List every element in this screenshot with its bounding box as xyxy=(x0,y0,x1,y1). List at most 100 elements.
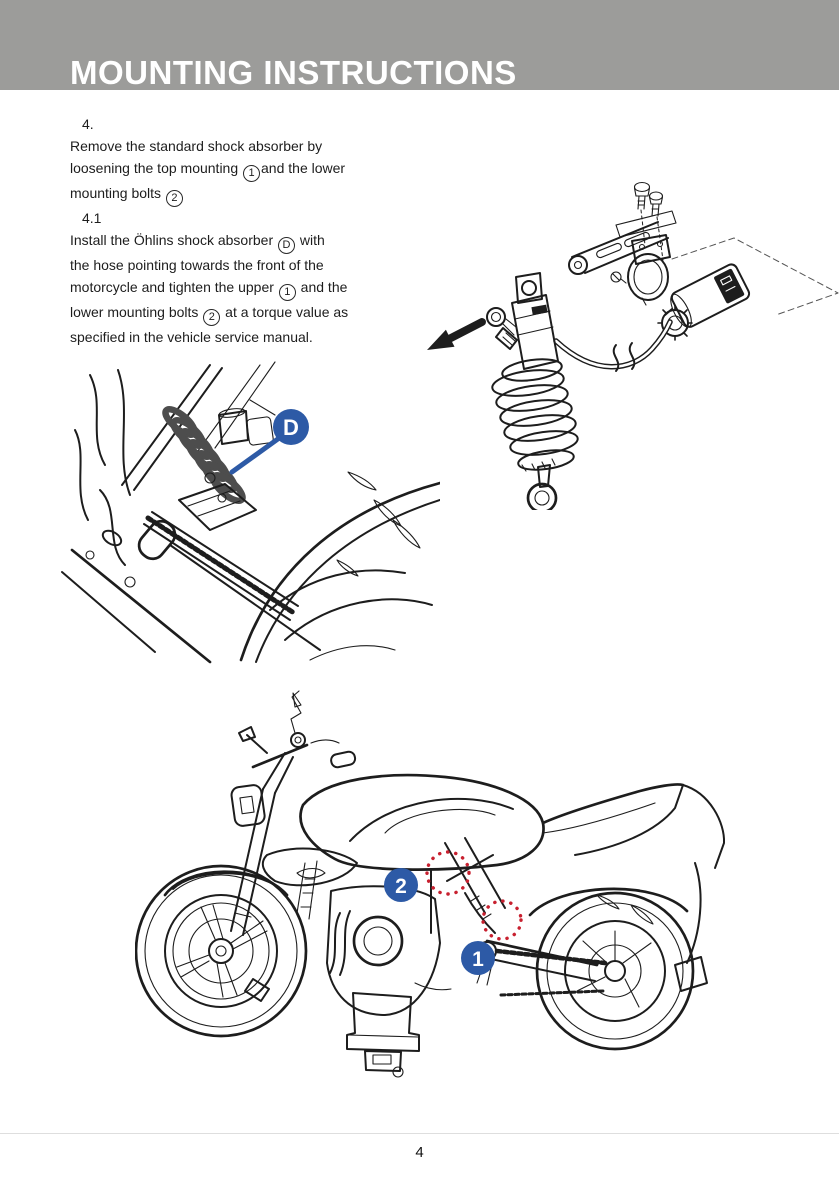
clamp-ring-stroke xyxy=(633,259,663,295)
shock-absorber-stroke xyxy=(491,369,565,397)
shock-absorber-stroke xyxy=(499,399,573,427)
under-engine-assembly xyxy=(346,992,420,1078)
shock-absorber-stroke xyxy=(509,430,579,456)
instruction-line: Remove the standard shock absorber by xyxy=(70,135,440,157)
mounting-bracket xyxy=(568,210,677,284)
marker-D-label: D xyxy=(283,415,299,440)
rear-fender-hugger xyxy=(528,887,689,925)
front-direction-arrow-icon xyxy=(427,318,486,350)
engine-stroke xyxy=(414,982,452,991)
front-fork-stroke xyxy=(274,756,294,794)
figure-shock-assembly xyxy=(420,165,839,510)
marker-2-label: 2 xyxy=(395,875,407,898)
frame-sketch-lines-stroke xyxy=(70,548,212,664)
shock-absorber-stroke xyxy=(531,304,548,316)
fuel-tank-stroke xyxy=(299,773,545,871)
clamp-ring xyxy=(627,234,671,306)
engine-stroke xyxy=(339,910,351,976)
frame-trellis xyxy=(296,837,506,934)
shock-absorber-stroke xyxy=(515,272,543,304)
shock-absorber-stroke xyxy=(521,280,537,296)
side-scoop-panel xyxy=(261,847,358,887)
rear-fender-stroke xyxy=(347,471,377,491)
front-fender-stroke xyxy=(172,872,282,890)
shock-mount-bracket xyxy=(178,472,257,531)
mounting-bracket-stroke xyxy=(568,255,588,275)
engine-stroke xyxy=(329,912,341,974)
shock-absorber-stroke xyxy=(502,332,516,346)
rear-wheel-hints xyxy=(269,569,433,661)
under-engine-assembly-stroke xyxy=(348,1034,419,1038)
marker-D-stroke xyxy=(273,409,309,445)
motorcycle-drawing: 2 1 xyxy=(135,690,726,1078)
step-heading: 4. xyxy=(82,116,94,132)
under-engine-assembly-stroke xyxy=(346,992,420,1052)
marker-D-stroke xyxy=(229,433,285,475)
swingarm-drawing: D xyxy=(61,361,440,664)
mounting-bracket-stroke xyxy=(624,231,650,248)
shock-absorber-stroke xyxy=(501,358,563,382)
front-direction-arrow-icon-stroke xyxy=(445,318,486,343)
front-wheel-stroke xyxy=(244,978,270,1002)
swingarm-and-chain-stroke xyxy=(490,958,596,982)
circled-marker-2: 2 xyxy=(203,309,221,326)
front-fork xyxy=(230,752,294,936)
chain-and-swingarm xyxy=(143,511,321,651)
bolt-highlight-lower xyxy=(481,899,523,941)
shock-body-hint-stroke xyxy=(218,410,249,445)
instruction-steps: 4. Remove the standard shock absorber by l… xyxy=(70,113,440,348)
bolt-highlight-lower-stroke xyxy=(481,899,523,941)
front-wheel-stroke xyxy=(172,902,270,1000)
engine-stroke xyxy=(470,895,492,920)
handlebar-cluster-stroke xyxy=(330,750,357,769)
rear-wheel xyxy=(535,891,695,1051)
shock-absorber-stroke xyxy=(503,414,577,442)
instruction-line: motorcycle and tighten the upper 1 and t… xyxy=(70,276,440,301)
engine xyxy=(326,885,496,1016)
marker-1-label: 1 xyxy=(472,948,484,971)
swingarm-and-chain-stroke xyxy=(494,948,608,966)
remote-reservoir-stroke-stroke xyxy=(720,275,733,286)
fuel-tank xyxy=(299,773,545,871)
page-title: MOUNTING INSTRUCTIONS xyxy=(70,54,517,91)
reservoir-hose-stroke xyxy=(628,342,636,370)
clamp-ring-stroke xyxy=(631,234,671,265)
shock-mount-bracket-stroke xyxy=(187,490,241,517)
shock-absorber-stroke xyxy=(517,449,575,471)
chain-and-swingarm-stroke xyxy=(143,523,291,621)
front-wheel xyxy=(135,864,308,1038)
shock-absorber xyxy=(486,272,579,510)
reservoir-hose-stroke xyxy=(612,344,620,372)
mounting-bracket-stroke xyxy=(584,237,669,274)
frame-sketch-lines-stroke xyxy=(61,571,156,653)
seat-and-tail-stroke xyxy=(542,802,656,834)
remote-reservoir-stroke-stroke xyxy=(725,285,736,292)
instruction-text: Install the Öhlins shock absorber xyxy=(70,232,277,248)
rear-fender xyxy=(239,471,440,663)
mounting-bolts-stroke xyxy=(651,203,660,217)
instruction-line: lower mounting bolts 2 at a torque value… xyxy=(70,301,440,326)
rear-fender-stroke xyxy=(336,559,359,577)
rear-wheel-stroke xyxy=(564,920,666,1022)
mounting-bracket-stroke xyxy=(571,221,659,258)
headlight-cowl xyxy=(230,784,266,827)
circled-marker-D: D xyxy=(278,237,295,254)
footer-divider xyxy=(0,1133,839,1134)
mounting-bolts xyxy=(633,181,664,261)
instruction-text: loosening the top mounting xyxy=(70,160,243,176)
headlight-cowl-stroke xyxy=(230,784,266,827)
frame-trellis-stroke xyxy=(296,860,318,920)
under-engine-assembly-stroke xyxy=(364,1050,402,1072)
rear-fender-stroke xyxy=(392,519,421,549)
instruction-text: mounting bolts xyxy=(70,185,165,201)
frame-sketch-lines-stroke xyxy=(74,429,89,521)
instruction-line: mounting bolts 2 xyxy=(70,182,440,207)
instruction-text: and the xyxy=(296,279,348,295)
shock-absorber-stroke xyxy=(490,311,502,323)
fuel-tank-stroke xyxy=(384,808,496,834)
frame-sketch-lines-stroke xyxy=(124,576,136,588)
mounting-bracket-stroke xyxy=(612,273,627,284)
frame-sketch-lines-stroke xyxy=(99,489,126,566)
side-scoop-panel-stroke xyxy=(296,867,326,879)
